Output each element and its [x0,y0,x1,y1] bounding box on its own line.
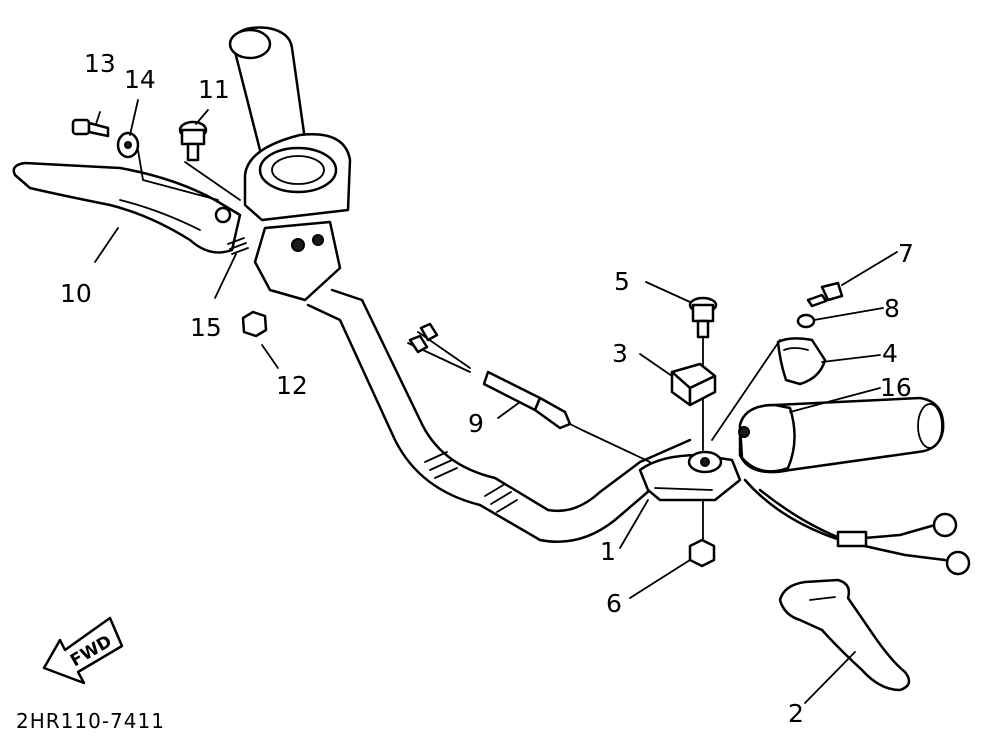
label-9: 9 [468,409,484,438]
brake-switch [407,322,583,431]
screw-7 [806,281,844,308]
label-1: 1 [600,537,616,566]
nut-14 [116,131,140,159]
nut-6 [688,499,716,568]
brake-lever [12,161,242,254]
label-12: 12 [276,371,308,400]
switch-3 [670,362,717,407]
label-8: 8 [884,294,900,323]
label-3: 3 [612,339,628,368]
label-14: 14 [124,65,156,94]
label-15: 15 [190,313,222,342]
lever-2 [778,578,911,692]
nut-12 [241,310,268,338]
master-cylinder [243,133,352,302]
throttle-cables [743,478,971,576]
label-4: 4 [882,339,898,368]
part-labels: 13 14 11 10 15 12 5 3 9 7 8 4 16 1 6 2 [60,49,914,728]
left-grip [228,26,307,160]
label-7: 7 [898,239,914,268]
knurl-band-right [484,483,518,513]
label-11: 11 [198,75,230,104]
lever-holder [638,450,742,502]
knurl-band-left [424,451,458,479]
clamp-4 [776,337,827,386]
label-2: 2 [788,699,804,728]
label-6: 6 [606,589,622,618]
fwd-arrow: FWD [42,616,124,685]
diagram-code: 2HR110-7411 [16,709,165,733]
throttle-grip [738,396,945,474]
washer-8 [796,313,816,329]
label-5: 5 [614,267,630,296]
spring-15 [227,237,249,255]
label-13: 13 [84,49,116,78]
label-16: 16 [880,373,912,402]
leader-lines [94,99,898,704]
label-10: 10 [60,279,92,308]
handlebar [306,288,702,544]
bolt-11 [178,120,208,162]
screw-13 [71,118,110,138]
